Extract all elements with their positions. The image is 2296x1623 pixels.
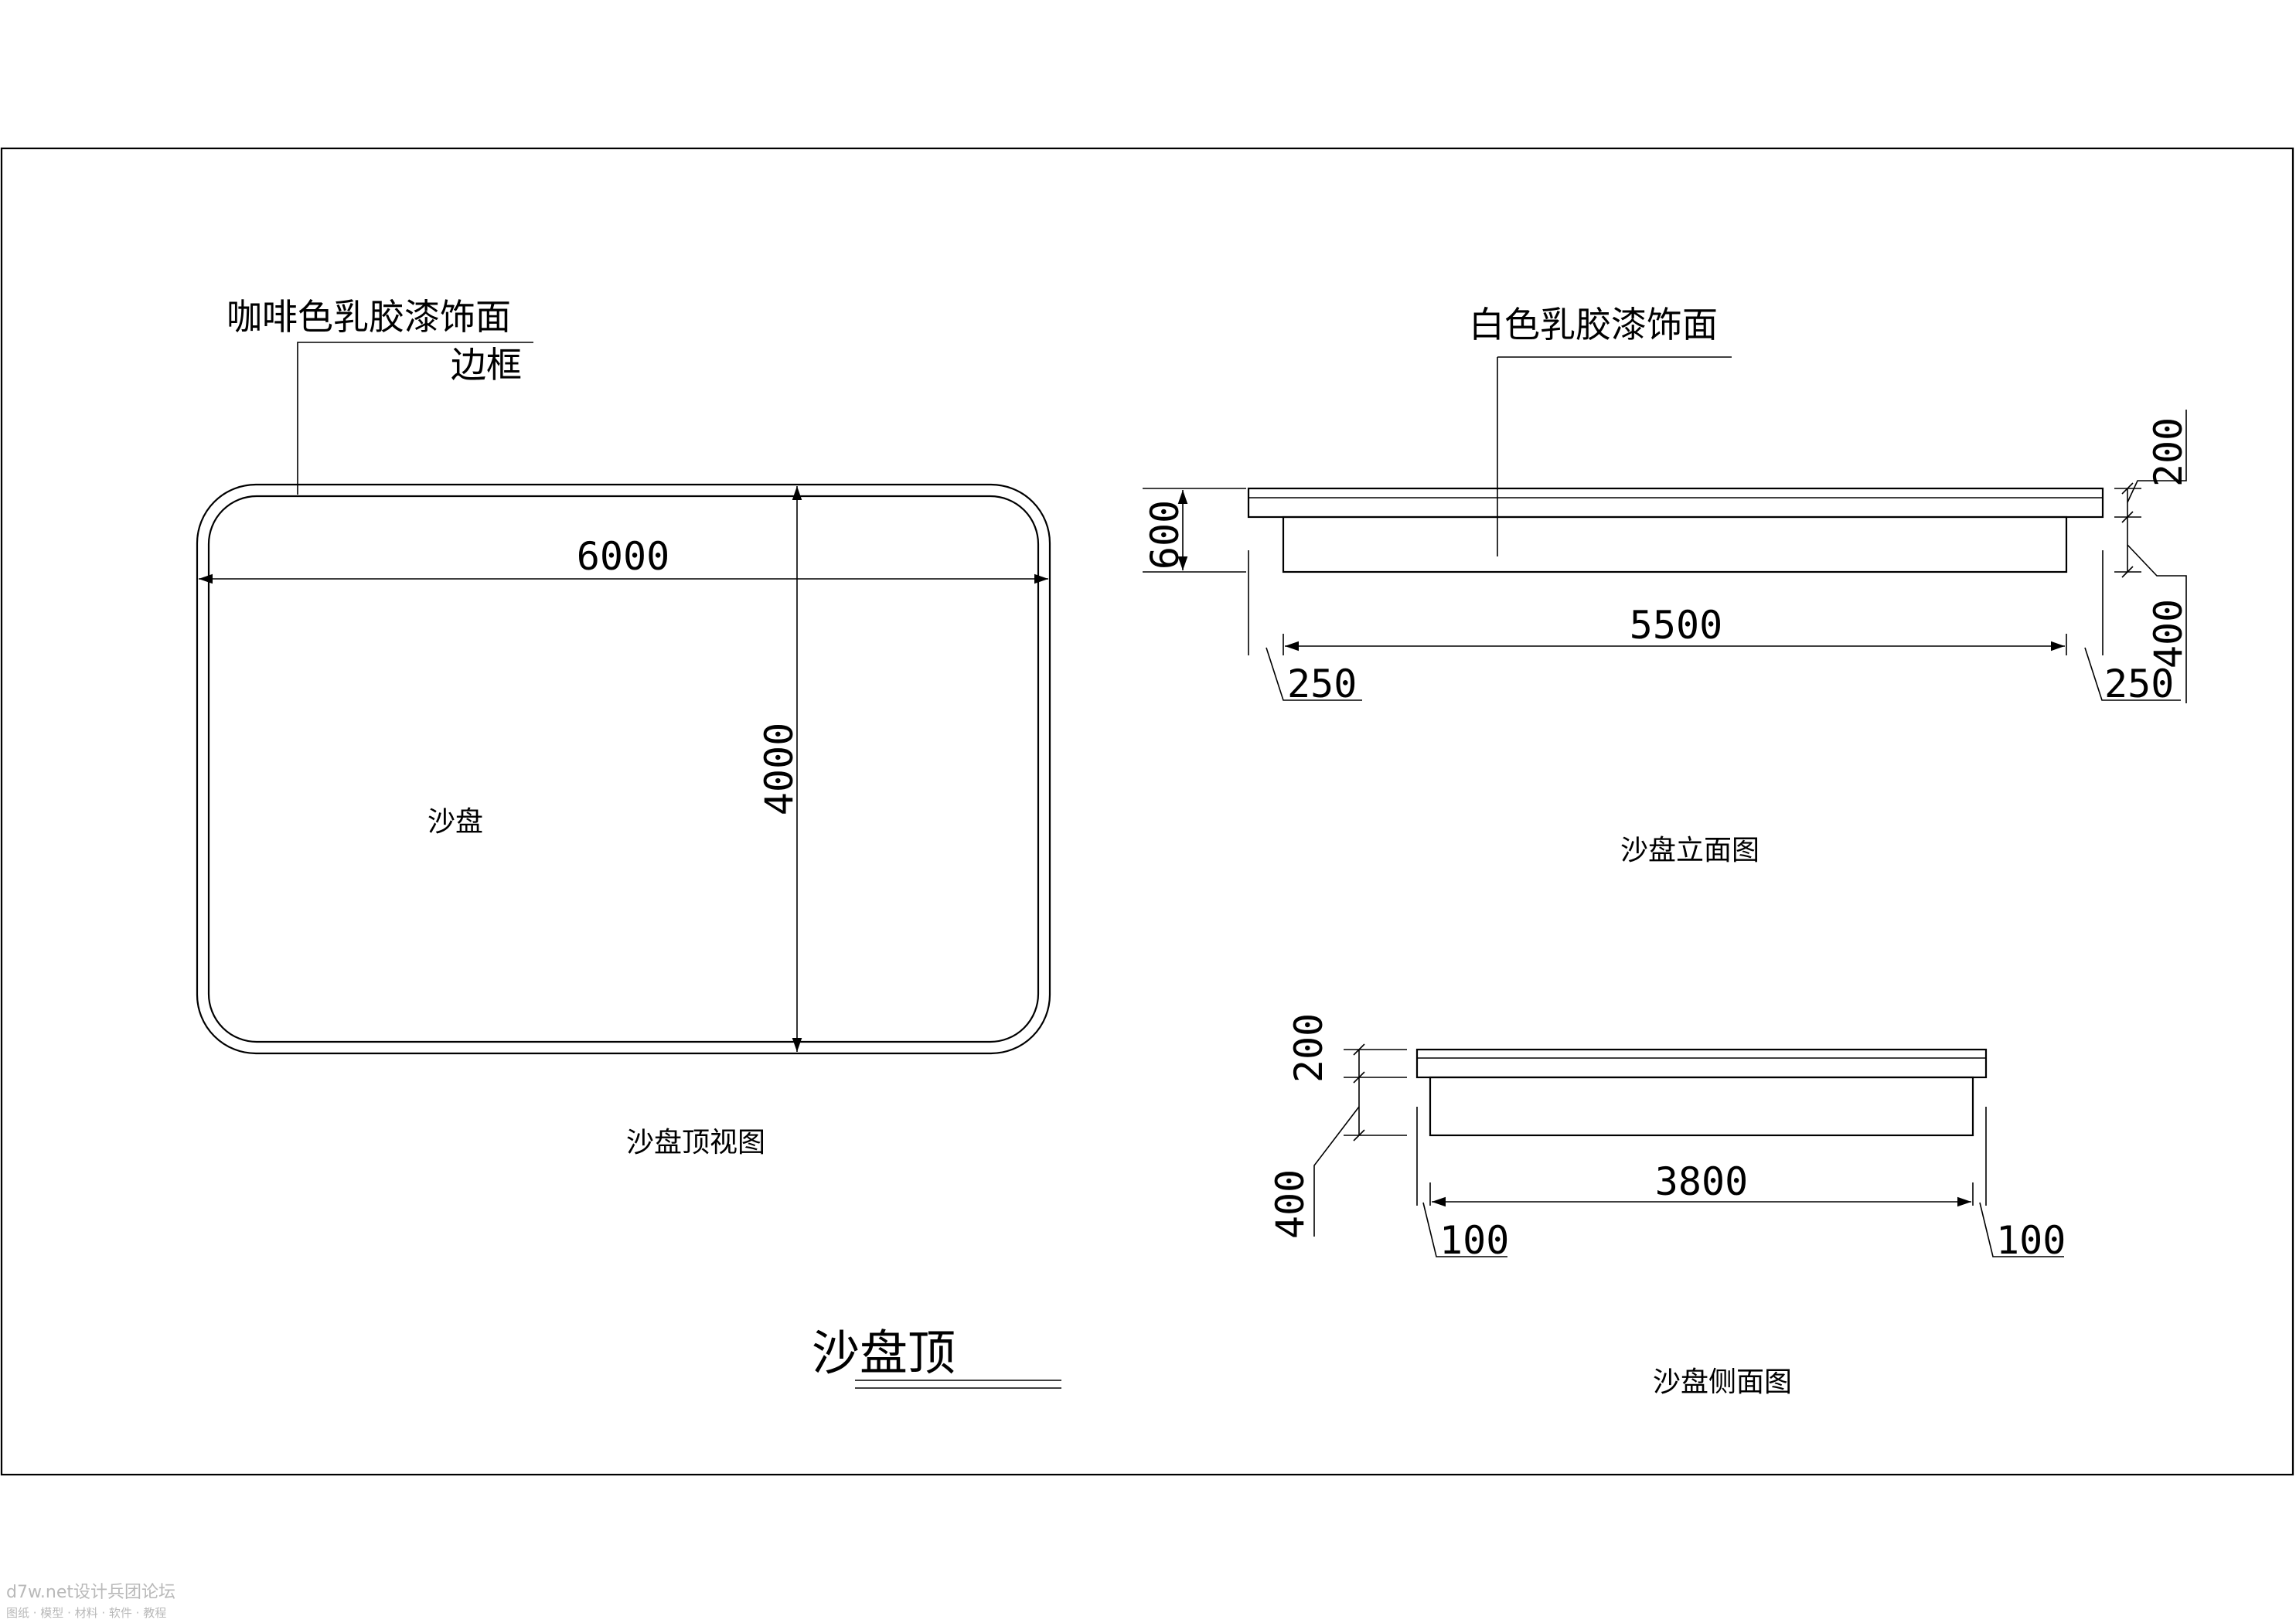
- top-note-line1: 咖啡色乳胶漆饰面: [227, 296, 511, 338]
- side-leader-400: [1313, 1106, 1360, 1237]
- elev-caption: 沙盘立面图: [1620, 835, 1759, 866]
- dim-text-6000: 6000: [577, 534, 669, 579]
- top-view-inner-frame: [207, 495, 1040, 1043]
- side-dim-200-text: 200: [1286, 1013, 1331, 1083]
- side-caption: 沙盘侧面图: [1653, 1366, 1792, 1398]
- top-note-leader: [297, 342, 533, 495]
- top-view-outer-frame: [196, 483, 1051, 1055]
- elev-leader-250-right: [2084, 647, 2181, 701]
- elev-dim-200-text: 200: [2146, 417, 2191, 487]
- elev-top-plate: [1247, 487, 2104, 519]
- sand-label: 沙盘: [428, 806, 483, 838]
- sheet-border: [0, 147, 2294, 1476]
- side-tick-2: [1353, 1071, 1365, 1084]
- main-title: 沙盘顶: [812, 1325, 956, 1381]
- side-dim-3800-text: 3800: [1655, 1159, 1748, 1204]
- elev-leader-400: [2127, 544, 2187, 703]
- elevation-view: 白色乳胶漆饰面 600 5500 250 250 200 400 沙盘立面: [1143, 304, 2191, 866]
- watermark-line2: 图纸 · 模型 · 材料 · 软件 · 教程: [6, 1606, 166, 1620]
- elev-leader-200: [2127, 410, 2187, 503]
- side-leader-100-left: [1422, 1202, 1507, 1257]
- side-base: [1429, 1076, 1974, 1137]
- side-dim-100-left: 100: [1439, 1218, 1509, 1263]
- side-dim-400-text: 400: [1268, 1169, 1313, 1239]
- elev-dim-250-right: 250: [2104, 662, 2174, 706]
- dim-text-4000: 4000: [757, 723, 802, 815]
- elev-dim-250-left: 250: [1287, 662, 1357, 706]
- elev-dim-5500-text: 5500: [1630, 603, 1722, 648]
- elev-base: [1282, 515, 2068, 573]
- side-tick-1: [1353, 1043, 1365, 1056]
- elev-dim-600-text: 600: [1143, 500, 1187, 570]
- elev-right-tick-3: [2121, 566, 2134, 578]
- top-view: 咖啡色乳胶漆饰面 边框 6000 4000 沙盘 沙盘顶视图 沙盘顶: [196, 296, 1061, 1389]
- side-leader-100-right: [1979, 1202, 2064, 1257]
- elev-leader-250-left: [1266, 647, 1362, 701]
- elev-right-tick-2: [2121, 511, 2134, 523]
- side-view: 200 400 3800 100 100 沙盘侧面图: [1268, 1013, 2066, 1398]
- elev-note: 白色乳胶漆饰面: [1469, 304, 1718, 345]
- side-dim-100-right: 100: [1996, 1218, 2066, 1263]
- side-tick-3: [1353, 1129, 1365, 1142]
- elev-right-tick-1: [2121, 482, 2134, 495]
- top-view-caption: 沙盘顶视图: [626, 1127, 765, 1159]
- watermark-line1: d7w.net设计兵团论坛: [6, 1583, 175, 1602]
- side-top-plate: [1415, 1048, 1988, 1079]
- elev-dim-400-text: 400: [2146, 599, 2191, 669]
- top-note-line2: 边框: [451, 344, 522, 386]
